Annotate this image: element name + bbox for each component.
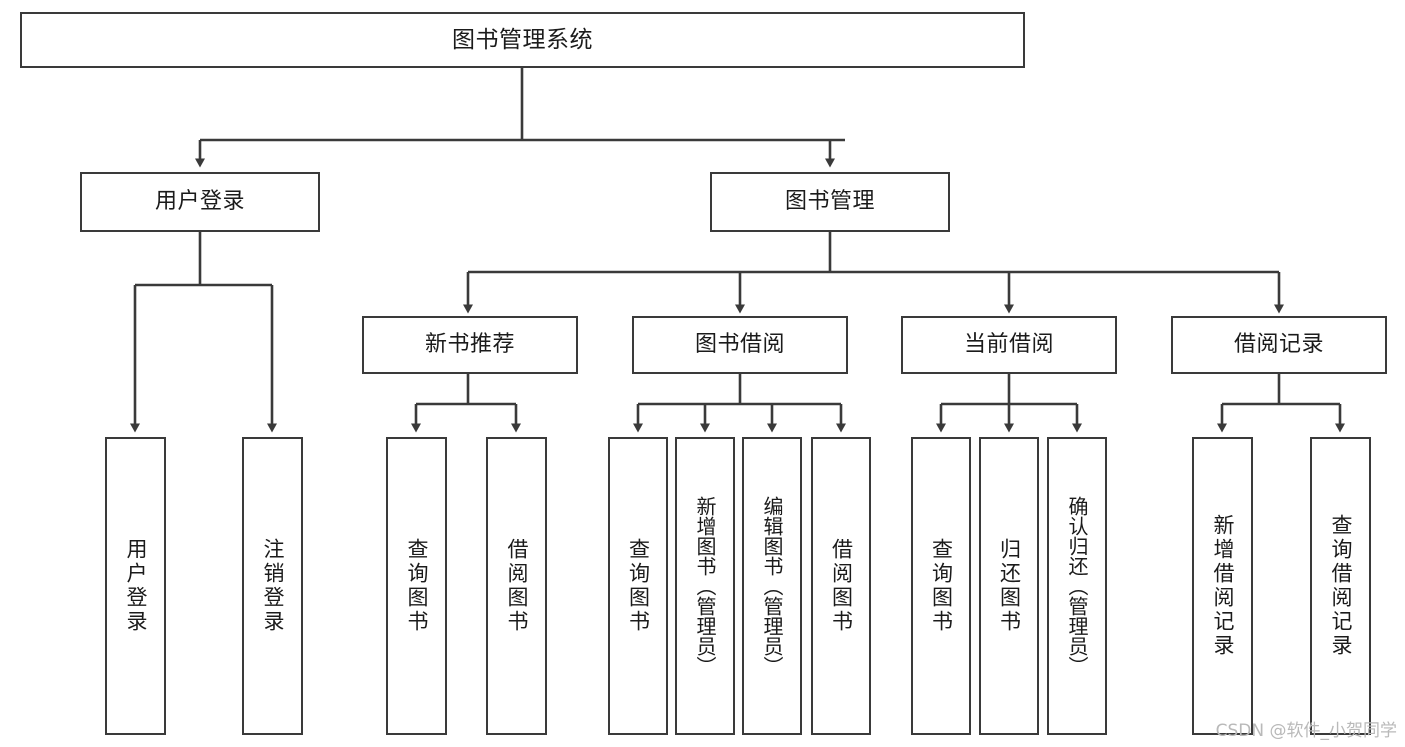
node-label: 查询借阅记录 <box>1329 514 1353 658</box>
leaf-user-login-signin[interactable]: 用户登录 <box>105 437 166 735</box>
node-borrow-record[interactable]: 借阅记录 <box>1171 316 1387 374</box>
leaf-user-login-signout[interactable]: 注销登录 <box>242 437 303 735</box>
node-label: 编辑图书（管理员） <box>760 496 784 676</box>
leaf-borrow-edit-book-admin[interactable]: 编辑图书（管理员） <box>742 437 802 735</box>
node-label: 图书管理 <box>784 189 875 215</box>
node-label: 用户登录 <box>154 189 245 215</box>
node-label: 新增图书（管理员） <box>693 496 717 676</box>
node-label: 新书推荐 <box>424 332 515 358</box>
leaf-new-book-borrow[interactable]: 借阅图书 <box>486 437 547 735</box>
node-book-management[interactable]: 图书管理 <box>710 172 950 232</box>
node-label: 当前借阅 <box>963 332 1054 358</box>
node-label: 图书借阅 <box>694 332 785 358</box>
leaf-record-add[interactable]: 新增借阅记录 <box>1192 437 1253 735</box>
node-new-book-recommend[interactable]: 新书推荐 <box>362 316 578 374</box>
leaf-record-query[interactable]: 查询借阅记录 <box>1310 437 1371 735</box>
node-label: 查询图书 <box>405 538 429 634</box>
leaf-borrow-add-book-admin[interactable]: 新增图书（管理员） <box>675 437 735 735</box>
node-root-system[interactable]: 图书管理系统 <box>20 12 1025 68</box>
node-book-borrow[interactable]: 图书借阅 <box>632 316 848 374</box>
leaf-new-book-query[interactable]: 查询图书 <box>386 437 447 735</box>
leaf-current-return-book[interactable]: 归还图书 <box>979 437 1039 735</box>
leaf-current-confirm-return-admin[interactable]: 确认归还（管理员） <box>1047 437 1107 735</box>
node-label: 图书管理系统 <box>452 26 593 53</box>
leaf-borrow-query-book[interactable]: 查询图书 <box>608 437 668 735</box>
node-user-login[interactable]: 用户登录 <box>80 172 320 232</box>
node-label: 注销登录 <box>261 538 285 634</box>
node-label: 新增借阅记录 <box>1211 514 1235 658</box>
leaf-current-query-book[interactable]: 查询图书 <box>911 437 971 735</box>
node-label: 借阅图书 <box>505 538 529 634</box>
leaf-borrow-borrow-book[interactable]: 借阅图书 <box>811 437 871 735</box>
node-label: 归还图书 <box>997 538 1022 634</box>
node-label: 借阅记录 <box>1233 332 1324 358</box>
node-label: 用户登录 <box>124 538 148 634</box>
node-label: 确认归还（管理员） <box>1065 496 1089 676</box>
node-label: 查询图书 <box>929 538 954 634</box>
node-label: 借阅图书 <box>829 538 854 634</box>
node-current-borrow[interactable]: 当前借阅 <box>901 316 1117 374</box>
node-label: 查询图书 <box>626 538 651 634</box>
csdn-watermark: CSDN @软件_小贺同学 <box>1215 721 1397 741</box>
